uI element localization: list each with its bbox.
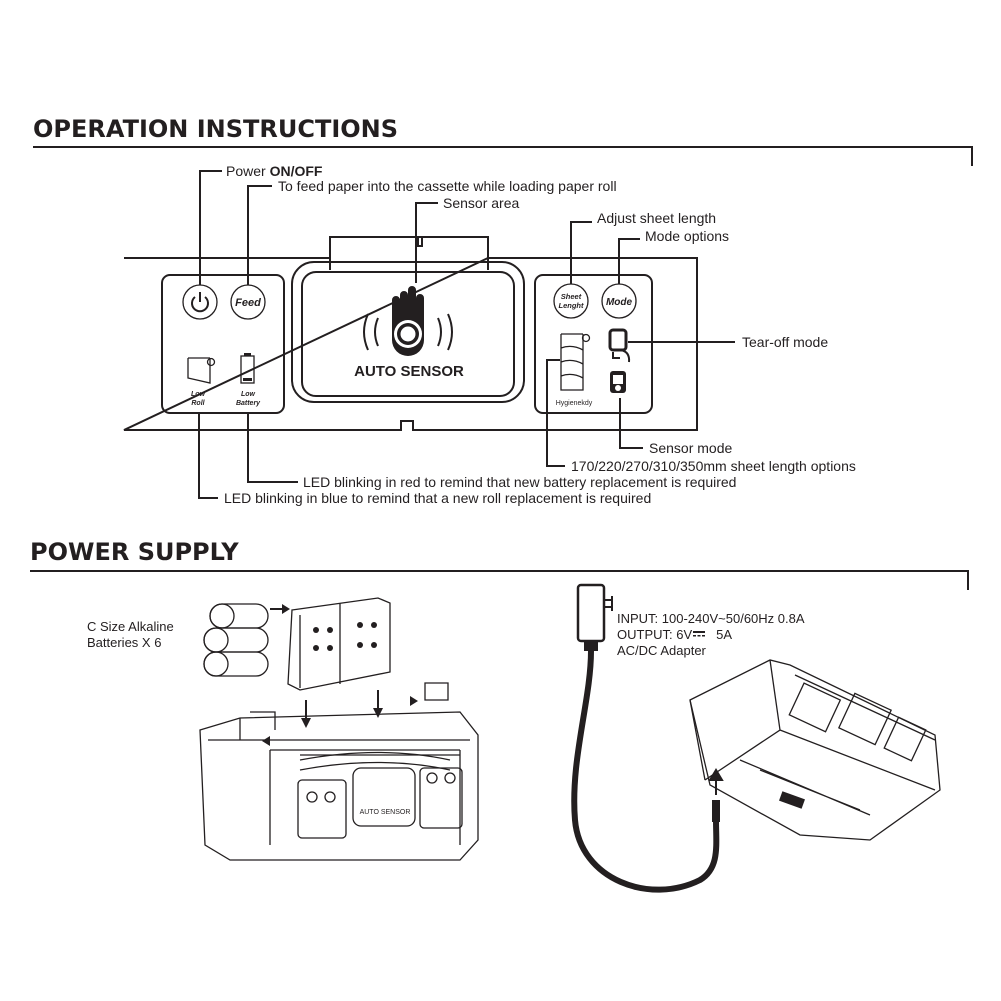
sheet-button-label: Lenght	[559, 301, 584, 310]
sensor-mode-callout: Sensor mode	[649, 440, 732, 456]
operation-title: OPERATION INSTRUCTIONS	[33, 115, 398, 143]
adapter-input: INPUT: 100-240V~50/60Hz 0.8A	[617, 611, 805, 626]
sheet-button-label: Sheet	[561, 292, 582, 301]
roll-led-callout: LED blinking in blue to remind that a ne…	[224, 490, 651, 506]
section-rule	[33, 146, 973, 166]
hand-sensor-icon	[363, 286, 453, 356]
tear-off-callout: Tear-off mode	[742, 334, 828, 350]
low-battery-icon	[240, 353, 255, 384]
auto-sensor-small-label: AUTO SENSOR	[360, 809, 411, 816]
control-panel: Feed Low Roll Low Battery AUTO SENSOR Sh…	[123, 236, 698, 431]
auto-sensor-label: AUTO SENSOR	[354, 363, 464, 380]
mode-options-callout: Mode options	[645, 228, 729, 244]
power-icon	[191, 292, 209, 313]
ac-adapter-illustration	[571, 583, 724, 893]
feed-button-label: Feed	[235, 297, 261, 309]
low-roll-icon	[187, 357, 216, 384]
power-supply-title: POWER SUPPLY	[30, 538, 239, 566]
battery-led-callout: LED blinking in red to remind that new b…	[303, 474, 736, 490]
low-roll-label: Roll	[191, 400, 205, 407]
feed-callout: To feed paper into the cassette while lo…	[278, 178, 617, 194]
power-callout: Power ON/OFF	[226, 163, 323, 179]
batteries-label: C Size Alkaline	[87, 619, 174, 634]
batteries-label: Batteries X 6	[87, 635, 161, 650]
sensor-area-callout: Sensor area	[443, 195, 519, 211]
batteries-illustration	[203, 597, 391, 728]
brand-label: Hygienekdy	[556, 400, 593, 407]
leader-lines	[198, 170, 735, 499]
sensor-mode-icon	[610, 371, 626, 393]
dispenser-illustration-left: AUTO SENSOR	[199, 682, 479, 861]
sheet-options-callout: 170/220/270/310/350mm sheet length optio…	[571, 458, 856, 474]
low-roll-label: Low	[191, 391, 206, 398]
adjust-sheet-callout: Adjust sheet length	[597, 210, 716, 226]
section-rule	[30, 570, 969, 590]
mode-button-label: Mode	[606, 297, 633, 308]
adapter-name: AC/DC Adapter	[617, 643, 707, 658]
tear-off-mode-icon	[608, 328, 631, 363]
low-battery-label: Battery	[236, 400, 261, 407]
dispenser-illustration-right	[689, 659, 941, 841]
low-battery-label: Low	[241, 391, 256, 398]
dc-symbol-icon	[693, 631, 705, 637]
paper-roll-icon	[560, 333, 591, 391]
